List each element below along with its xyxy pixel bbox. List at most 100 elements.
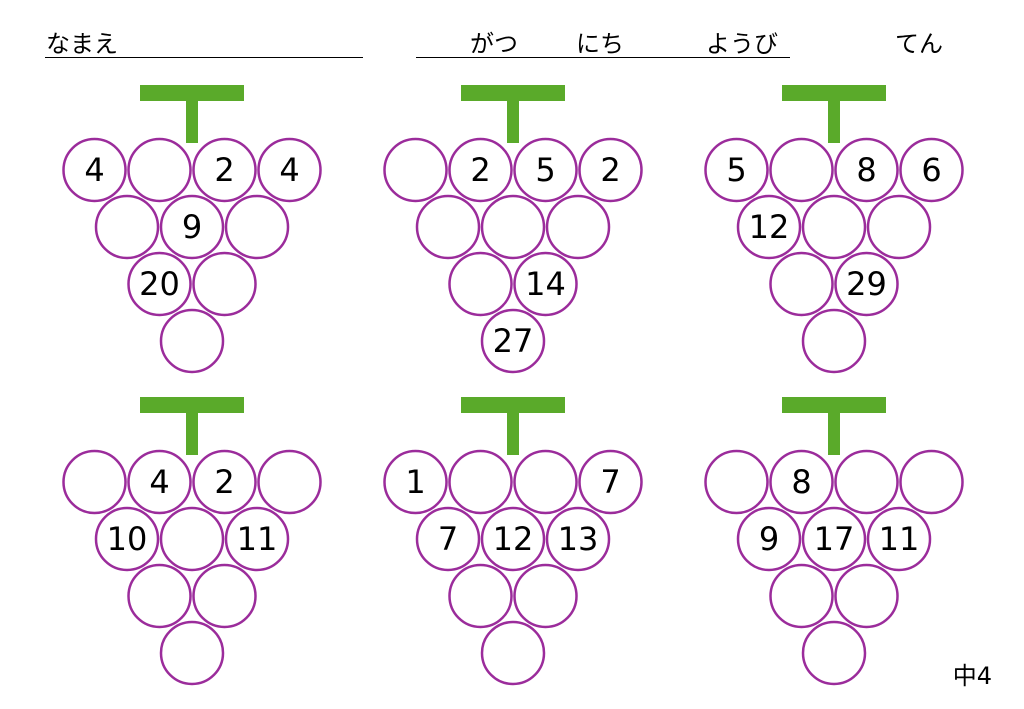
grape-circle[interactable] (545, 506, 611, 572)
grape-circle[interactable] (480, 506, 546, 572)
day-label: にち (576, 30, 624, 58)
grape-circle[interactable] (769, 137, 834, 203)
grape-circle[interactable] (801, 506, 867, 572)
date-line (416, 57, 790, 58)
weekday-label: ようび (706, 30, 778, 58)
grape-circle[interactable] (159, 506, 225, 572)
grape-circle[interactable] (192, 251, 257, 317)
grape-number: 9 (759, 520, 779, 558)
grape-circle[interactable] (801, 308, 867, 374)
grape-circle[interactable] (159, 308, 225, 374)
grape-stem-post (186, 95, 198, 143)
grape-circle[interactable] (159, 620, 225, 686)
grape-circle[interactable] (513, 137, 578, 203)
grape-circle[interactable] (94, 194, 160, 260)
grape-number: 10 (107, 520, 148, 558)
grape-number: 8 (791, 463, 811, 501)
grape-stem-bar (140, 397, 244, 413)
grape-stem-bar (461, 85, 565, 101)
grape-circle[interactable] (448, 251, 513, 317)
grape-circle[interactable] (480, 620, 546, 686)
name-label: なまえ (46, 30, 118, 58)
grape-circle[interactable] (866, 506, 932, 572)
grape-number: 7 (438, 520, 458, 558)
grape-circle[interactable] (801, 620, 867, 686)
grape-number: 1 (405, 463, 425, 501)
grape-number: 12 (749, 208, 790, 246)
grape-stem-post (828, 95, 840, 143)
grape-circle[interactable] (448, 449, 513, 515)
grape-circle[interactable] (224, 506, 290, 572)
grape-circle[interactable] (736, 194, 802, 260)
grape-circle[interactable] (62, 137, 127, 203)
grape-number: 27 (493, 322, 534, 360)
grape-circle[interactable] (578, 137, 643, 203)
grape-circle[interactable] (513, 251, 578, 317)
grape-number: 2 (600, 151, 620, 189)
grape-circle[interactable] (834, 563, 899, 629)
grape-circle[interactable] (257, 449, 322, 515)
grape-circle[interactable] (448, 137, 513, 203)
grape-stem-bar (782, 397, 886, 413)
grape-circle[interactable] (94, 506, 160, 572)
grape-circle[interactable] (257, 137, 322, 203)
grape-circle[interactable] (415, 194, 481, 260)
grape-circle[interactable] (704, 137, 769, 203)
grape-number: 12 (493, 520, 534, 558)
grape-circle[interactable] (192, 137, 257, 203)
grape-number: 14 (525, 265, 566, 303)
grape-stem-bar (461, 397, 565, 413)
grape-circle[interactable] (736, 506, 802, 572)
grape-circle[interactable] (899, 449, 964, 515)
grape-stem-bar (782, 85, 886, 101)
grape-circle[interactable] (127, 563, 192, 629)
grape-number: 8 (856, 151, 876, 189)
grape-number: 6 (921, 151, 941, 189)
grape-number: 7 (600, 463, 620, 501)
grape-circle[interactable] (415, 506, 481, 572)
grape-number: 2 (214, 463, 234, 501)
grape-circle[interactable] (834, 449, 899, 515)
grape-circle[interactable] (127, 449, 192, 515)
grape-circle[interactable] (383, 137, 448, 203)
grape-number: 9 (182, 208, 202, 246)
worksheet-code: 中4 (952, 662, 992, 690)
grape-circle[interactable] (383, 449, 448, 515)
grape-circle[interactable] (704, 449, 769, 515)
grape-number: 4 (84, 151, 104, 189)
grape-number: 2 (470, 151, 490, 189)
grape-circle[interactable] (578, 449, 643, 515)
grape-circle[interactable] (866, 194, 932, 260)
grape-circle[interactable] (801, 194, 867, 260)
grape-circle[interactable] (480, 194, 546, 260)
grape-circle[interactable] (448, 563, 513, 629)
name-line (45, 57, 363, 58)
month-label: がつ (470, 30, 518, 58)
grape-circle[interactable] (159, 194, 225, 260)
grape-circle[interactable] (769, 251, 834, 317)
grape-circle[interactable] (834, 251, 899, 317)
grape-circle[interactable] (192, 449, 257, 515)
grape-stem-post (186, 407, 198, 455)
grape-circle[interactable] (224, 194, 290, 260)
grape-circle[interactable] (545, 194, 611, 260)
grape-circle[interactable] (480, 308, 546, 374)
grape-circle[interactable] (769, 449, 834, 515)
grape-number: 2 (214, 151, 234, 189)
grape-circle[interactable] (899, 137, 964, 203)
grape-circle[interactable] (769, 563, 834, 629)
grape-circle[interactable] (127, 251, 192, 317)
grape-circle[interactable] (513, 449, 578, 515)
grape-number: 11 (237, 520, 278, 558)
grape-circle[interactable] (513, 563, 578, 629)
grape-circle[interactable] (834, 137, 899, 203)
grape-number: 17 (814, 520, 855, 558)
grape-circle[interactable] (192, 563, 257, 629)
grape-circle[interactable] (62, 449, 127, 515)
grape-number: 13 (558, 520, 599, 558)
grape-circle[interactable] (127, 137, 192, 203)
